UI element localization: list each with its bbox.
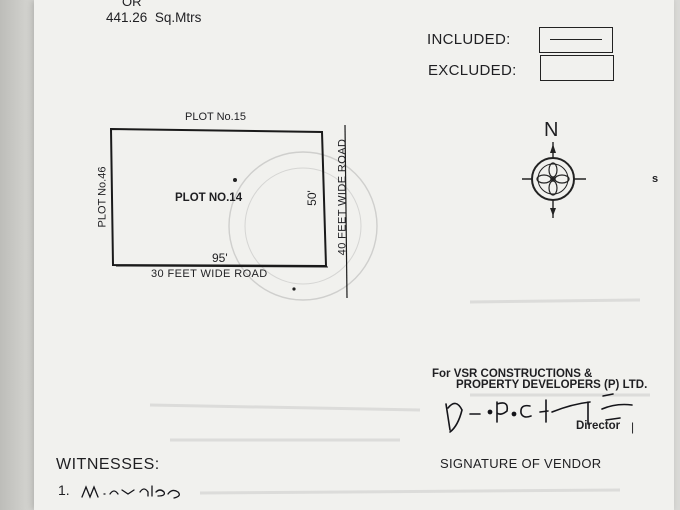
plot-mark xyxy=(233,178,237,182)
director-mark: | xyxy=(631,420,635,434)
legend-included-line xyxy=(550,39,602,40)
legend-included-label: INCLUDED: xyxy=(427,31,511,48)
road-30ft-edge xyxy=(115,265,329,268)
company-line-2: PROPERTY DEVELOPERS (P) LTD. xyxy=(456,379,648,391)
director-designation: Director xyxy=(576,420,621,432)
page-edge xyxy=(0,0,34,510)
area-value: 441.26 Sq.Mtrs xyxy=(106,10,201,25)
road-30ft-label: 30 FEET WIDE ROAD xyxy=(151,268,268,280)
compass-north-label: N xyxy=(544,119,559,141)
dimension-95ft: 95' xyxy=(212,251,228,265)
edge-mark: s xyxy=(652,173,659,185)
plot-boundary xyxy=(109,127,328,268)
company-line-1: For VSR CONSTRUCTIONS & xyxy=(432,368,593,380)
road-40ft-edge xyxy=(344,124,348,299)
witness-1-number: 1. xyxy=(58,482,70,498)
plot-15-label: PLOT No.15 xyxy=(185,111,246,123)
area-unit: Sq.Mtrs xyxy=(154,10,202,25)
legend-excluded-box xyxy=(540,55,614,81)
plot-14-label: PLOT NO.14 xyxy=(175,192,243,204)
legend-included-box xyxy=(539,27,613,53)
witnesses-heading: WITNESSES: xyxy=(56,456,160,473)
area-or-text: OR xyxy=(122,0,142,9)
document-page xyxy=(34,0,674,510)
vendor-signature-caption: SIGNATURE OF VENDOR xyxy=(440,456,602,471)
legend-excluded-label: EXCLUDED: xyxy=(428,62,517,79)
area-number: 441.26 xyxy=(106,10,148,25)
plot-dot xyxy=(292,287,296,291)
